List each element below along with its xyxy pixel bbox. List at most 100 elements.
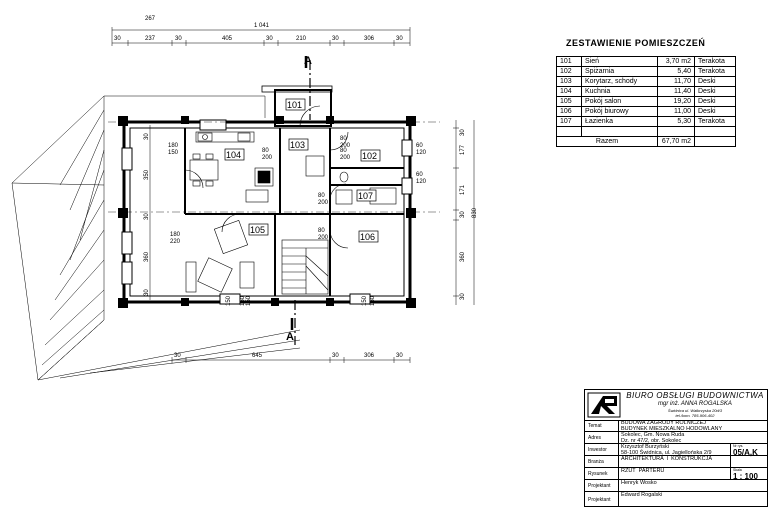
- opening-dimension: 180: [170, 232, 181, 238]
- bottom-dimension: 30: [396, 353, 403, 359]
- opening-dimension: 200: [262, 155, 273, 161]
- opening-dimension: 150: [246, 295, 252, 306]
- schedule-cell-num: 105: [556, 96, 582, 107]
- schedule-cell-empty: [694, 126, 736, 137]
- section-line-aa: [290, 56, 311, 345]
- opening-dimension: 180: [168, 143, 179, 149]
- opening-dimension: 120: [416, 179, 427, 185]
- title-block-key: Inwestor: [585, 444, 619, 455]
- title-block-value: ARCHITEKTURA I KONSTRUKCJA: [621, 456, 713, 462]
- schedule-cell-floor: Deski: [694, 76, 736, 87]
- title-block-value: Sokolec, Gm. Nowa Ruda Dz. nr 47/2, obr.…: [621, 432, 685, 444]
- schedule-cell-name: Kuchnia: [581, 86, 658, 97]
- room-number-box: [248, 223, 269, 236]
- title-block-value: RZUT PARTERU: [621, 468, 665, 474]
- schedule-cell-floor: Terakota: [694, 56, 736, 67]
- schedule-cell-area: 11,40: [657, 86, 695, 97]
- schedule-cell-num: 103: [556, 76, 582, 87]
- bottom-dimension: 645: [252, 353, 263, 359]
- opening-dimension: 80: [262, 148, 269, 154]
- opening-dimension: 150: [370, 295, 376, 306]
- schedule-cell-empty: [657, 126, 695, 137]
- opening-dimension: 80: [318, 193, 325, 199]
- right-overall-dimension: 830: [472, 207, 478, 218]
- room-number-103: 103: [290, 140, 305, 150]
- schedule-cell-num: 106: [556, 106, 582, 117]
- left-dimension: 30: [144, 289, 150, 296]
- right-dimension: 30: [460, 129, 466, 136]
- schedule-cell-area: 11,70: [657, 76, 695, 87]
- dimension-lines: [111, 27, 475, 363]
- opening-dimension: 200: [340, 155, 351, 161]
- company-address: Świdnica ul. Wałbrzyska 20d/3: [667, 408, 723, 413]
- section-marker-bottom: A: [286, 331, 294, 343]
- top-dimension: 30: [396, 36, 403, 42]
- opening-dimension: 80: [318, 228, 325, 234]
- title-block-side-key: Nr rys.: [733, 444, 744, 448]
- schedule-cell-area: 3,70 m2: [657, 56, 695, 67]
- windows: [121, 119, 413, 305]
- opening-dimension: 80: [340, 148, 347, 154]
- title-block-value: BUDOWA ZAGRODY ROLNICZEJ BUDYNEK MIESZKA…: [621, 420, 723, 432]
- top-dimension: 30: [114, 36, 121, 42]
- furniture: [185, 131, 397, 293]
- schedule-total-label: Razem: [556, 136, 658, 147]
- schedule-cell-name: Korytarz, schody: [581, 76, 658, 87]
- right-dimension: 30: [460, 211, 466, 218]
- title-block-header: BIURO OBSŁUGI BUDOWNICTWA mgr inż. ANNA …: [585, 390, 767, 421]
- opening-dimension: 80: [340, 136, 347, 142]
- right-dimension: 360: [460, 251, 466, 262]
- title-block-side-value: 05/A,K: [733, 448, 758, 457]
- room-number-105: 105: [250, 225, 265, 235]
- schedule-cell-floor: Deski: [694, 106, 736, 117]
- axis-lines: [108, 121, 440, 213]
- schedule-cell-name: Sień: [581, 56, 658, 67]
- schedule-title: ZESTAWIENIE POMIESZCZEŃ: [566, 38, 706, 48]
- opening-dimension: 150: [362, 295, 368, 306]
- left-dimension: 350: [144, 169, 150, 180]
- terrain-hatch: [11, 95, 301, 381]
- bottom-dimension: 30: [332, 353, 339, 359]
- opening-dimension: 220: [170, 239, 181, 245]
- right-dimension: 30: [460, 293, 466, 300]
- opening-dimension: 200: [318, 200, 329, 206]
- log-corner-notches: [118, 116, 416, 308]
- room-number-box: [358, 230, 379, 243]
- opening-dimension: 200: [318, 235, 329, 241]
- door-swings: [184, 105, 349, 249]
- left-dimension: 360: [144, 251, 150, 262]
- bottom-dimension: 30: [174, 353, 181, 359]
- top-dimension: 30: [266, 36, 273, 42]
- room-number-box: [360, 149, 381, 162]
- company-logo: [587, 392, 621, 418]
- schedule-blank-row: [556, 126, 736, 137]
- opening-dimension: 150: [168, 150, 179, 156]
- right-dimension: 171: [460, 184, 466, 195]
- top-dimension: 267: [145, 16, 156, 22]
- schedule-cell-num: 101: [556, 56, 582, 67]
- room-number-box: [356, 189, 377, 202]
- title-block-key: Projektant: [585, 492, 619, 507]
- schedule-cell-name: Łazienka: [581, 116, 658, 127]
- title-block-key: Adres: [585, 432, 619, 443]
- left-dimension: 30: [144, 213, 150, 220]
- schedule-cell-name: Spiżarnia: [581, 66, 658, 77]
- opening-dimension: 200: [340, 143, 351, 149]
- company-name: BIURO OBSŁUGI BUDOWNICTWA: [626, 391, 764, 400]
- bottom-dimension: 306: [364, 353, 375, 359]
- title-block-key: Branża: [585, 456, 619, 467]
